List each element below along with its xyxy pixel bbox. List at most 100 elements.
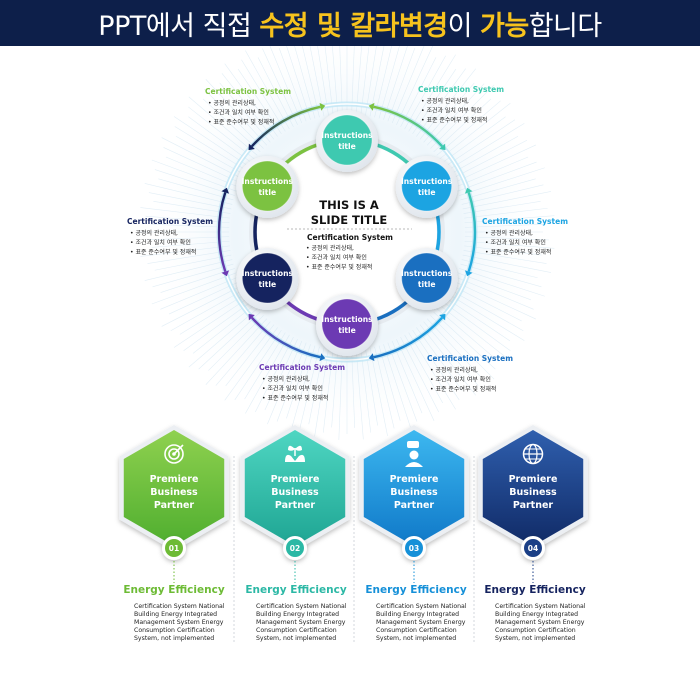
glow-ray <box>464 240 555 249</box>
hexagon-label-line2: Business <box>150 487 198 498</box>
glow-ray <box>144 259 233 281</box>
glow-ray <box>308 347 325 425</box>
hands-plant-icon-leaf <box>288 445 295 451</box>
node-label-line2: title <box>259 188 277 197</box>
hexagon-label-line1: Premiere <box>150 474 199 485</box>
glow-ray <box>192 304 255 354</box>
hexagon-label-line2: Business <box>509 487 557 498</box>
double-arrow-arc <box>373 105 444 148</box>
energy-efficiency-description: Certification System National Building E… <box>134 603 225 642</box>
hexagon-label-line1: Premiere <box>390 474 439 485</box>
header-banner: PPT에서 직접 수정 및 칼라변경이 가능합니다 <box>0 0 700 46</box>
number-badge <box>286 539 304 557</box>
glow-ray <box>460 178 536 201</box>
arrow-head <box>439 143 446 151</box>
glow-ray <box>461 259 538 279</box>
glow-ray <box>459 268 545 297</box>
glow-ray <box>374 46 392 118</box>
glow-ray <box>262 48 298 125</box>
hexagon-shape <box>482 430 584 546</box>
glow-ray <box>331 349 339 428</box>
callout-bullet: • 표준 준수여부 및 정재적 <box>430 385 496 393</box>
node-circle <box>242 253 293 303</box>
node-label-line1: Instructions <box>321 315 373 324</box>
glow-ray <box>161 137 242 179</box>
glow-ray <box>224 63 278 137</box>
hexagon-label-line3: Partner <box>513 500 554 511</box>
callouts: Certification System• 공정의 관리상태,• 조건과 일치 … <box>127 85 568 402</box>
glow-ray <box>219 82 271 143</box>
glow-ray <box>455 156 529 188</box>
callout-bullet: • 표준 준수여부 및 정재적 <box>208 118 274 126</box>
callout-bullet: • 조건과 일치 여부 확인 <box>421 107 482 115</box>
glow-ray <box>299 346 320 429</box>
node-circle <box>322 115 372 165</box>
glow-ray <box>145 215 230 224</box>
glow-ray <box>462 254 552 273</box>
number-badge-label: 02 <box>290 544 300 553</box>
double-arrow-arc <box>250 316 321 359</box>
callout-title: Certification System <box>418 85 504 94</box>
center-bullet: • 표준 준수여부 및 정재적 <box>306 263 372 271</box>
hexagon-label-line3: Partner <box>154 500 195 511</box>
glow-ray <box>188 116 252 163</box>
hexagon-label-line2: Business <box>390 487 438 498</box>
glow-ray <box>208 315 264 371</box>
glow-ray <box>433 98 492 153</box>
glow-ray <box>444 119 516 167</box>
callout: Certification System• 공정의 관리상태,• 조건과 일치 … <box>427 354 513 393</box>
glow-ray <box>175 135 245 175</box>
number-badge <box>165 539 183 557</box>
glow-rays <box>139 46 555 440</box>
node-label-line1: Instructions <box>242 269 294 278</box>
callout-title: Certification System <box>427 354 513 363</box>
glow-ray <box>452 140 528 179</box>
glow-ray <box>267 340 303 425</box>
glow-ray <box>147 250 231 264</box>
glow-ray <box>419 68 477 140</box>
glow-ray <box>286 46 311 120</box>
double-arrow-arc <box>467 192 477 272</box>
node-circle <box>401 253 452 303</box>
glow-ray <box>234 329 282 401</box>
glow-ray <box>148 192 232 210</box>
glow-ray <box>416 68 466 137</box>
glow-ray <box>188 308 258 368</box>
glow-ray <box>416 327 463 391</box>
glow-ray <box>449 135 519 175</box>
glow-ray <box>314 348 329 438</box>
callout-bullet: • 조건과 일치 여부 확인 <box>485 239 546 247</box>
arrow-head <box>248 143 255 151</box>
node-label-line2: title <box>259 280 277 289</box>
glow-ray <box>339 46 343 115</box>
glow-ray <box>160 276 239 310</box>
person-chat-icon-body <box>405 462 423 467</box>
glow-ray <box>221 73 275 140</box>
glow-ray <box>188 106 255 160</box>
hands-plant-icon <box>285 454 305 462</box>
glow-ray <box>374 346 395 429</box>
glow-ray <box>430 315 495 380</box>
node-label-line1: Instructions <box>401 177 453 186</box>
glow-ray <box>452 285 522 322</box>
glow-ray <box>387 48 416 122</box>
glow-ray <box>455 276 534 310</box>
glow-ray <box>294 46 316 119</box>
glow-ray <box>144 183 233 205</box>
arrow-head <box>368 353 375 362</box>
node-circle <box>242 161 293 211</box>
glow-ray <box>426 318 481 377</box>
glow-ray <box>145 236 230 241</box>
node-circle <box>401 161 452 211</box>
glow-ray <box>430 84 495 149</box>
glow-ray <box>462 191 552 210</box>
glow-ray <box>152 263 234 288</box>
